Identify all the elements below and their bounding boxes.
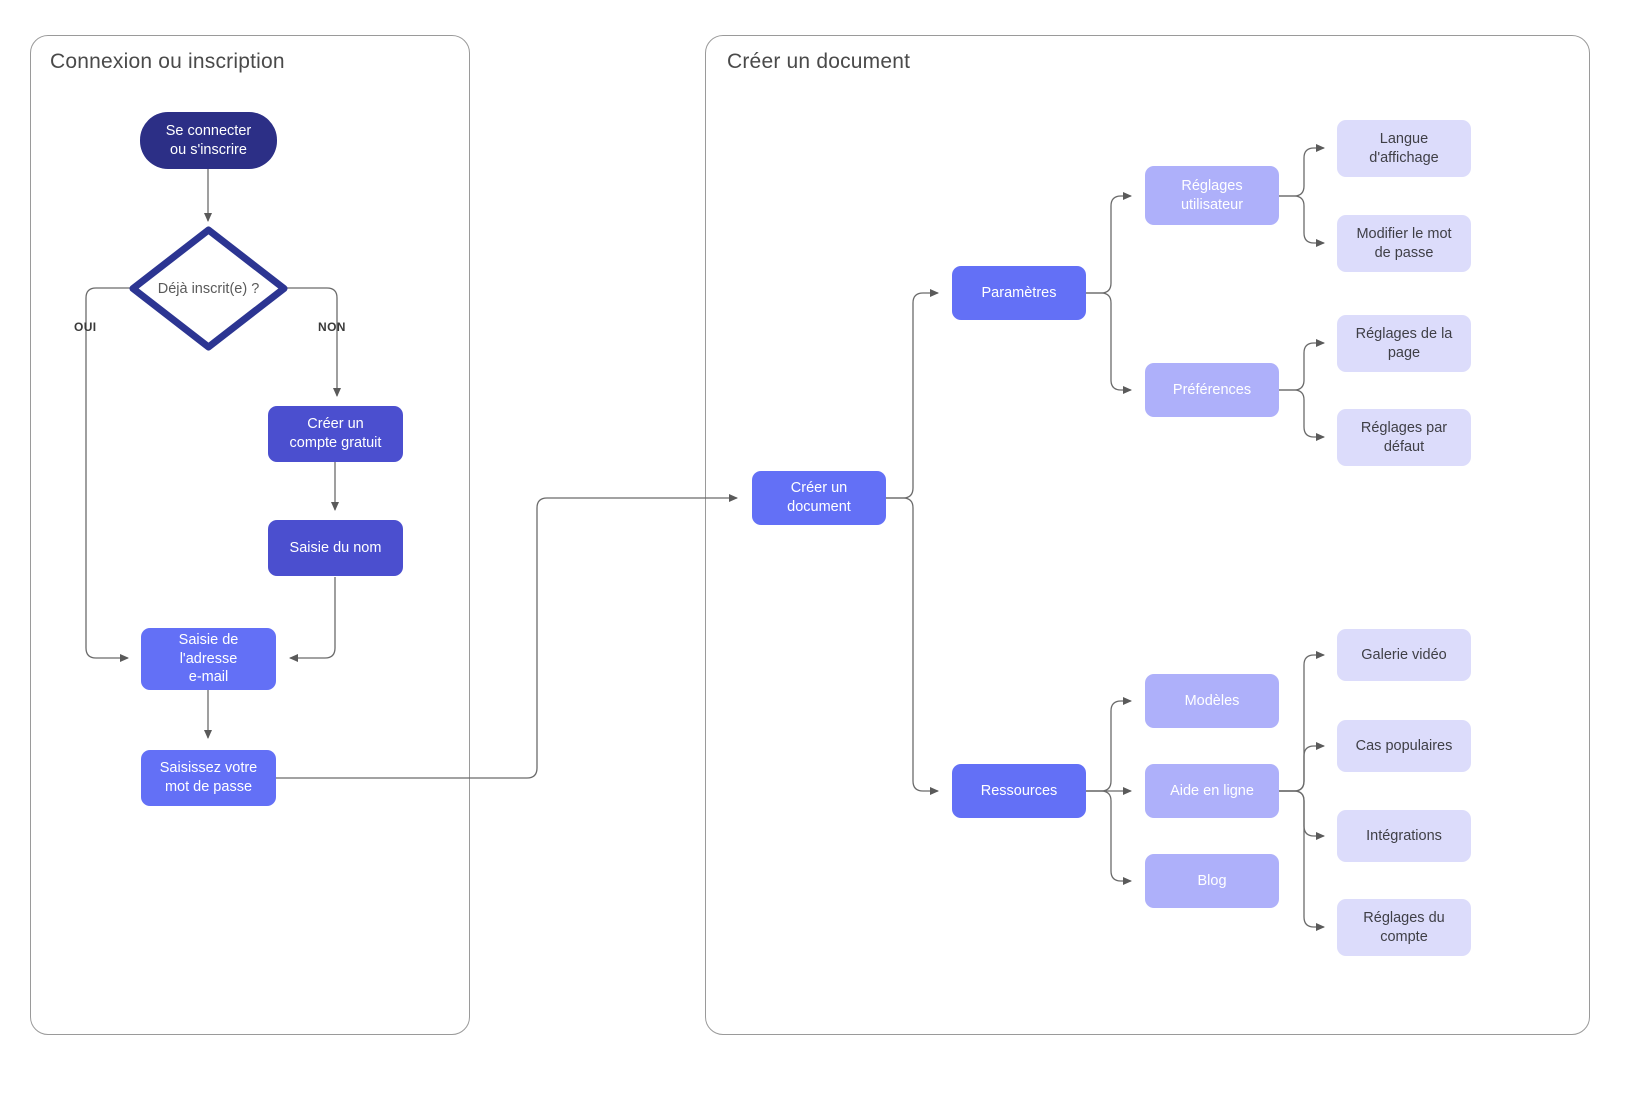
node-preferences[interactable]: Préférences [1145, 363, 1279, 417]
edge-label-oui: OUI [74, 320, 97, 334]
node-label-line2: mot de passe [164, 779, 253, 795]
node-galerie-video[interactable]: Galerie vidéo [1337, 629, 1471, 681]
node-label-line1: Créer un [790, 480, 848, 497]
node-label-line1: Langue [1379, 130, 1429, 147]
node-saisie-du-nom[interactable]: Saisie du nom [268, 520, 403, 576]
node-label: Aide en ligne [1170, 782, 1254, 799]
node-langue-affichage[interactable]: Langue d'affichage [1337, 120, 1471, 177]
node-blog[interactable]: Blog [1145, 854, 1279, 908]
node-deja-inscrit-decision[interactable] [128, 225, 289, 352]
node-label: Blog [1197, 872, 1227, 889]
node-label-line2: page [1387, 344, 1421, 361]
node-label-line2: l'adresse [179, 650, 238, 667]
node-label-line2: compte [1380, 928, 1428, 945]
login-panel [30, 35, 470, 1035]
node-label-line1: Se connecter [165, 122, 252, 139]
node-label-line2: de passe [1374, 244, 1434, 261]
node-label-line1: Réglages [1181, 177, 1243, 194]
node-label-line2: compte gratuit [289, 435, 382, 451]
node-reglages-par-defaut[interactable]: Réglages par défaut [1337, 409, 1471, 466]
node-modifier-mot-de-passe[interactable]: Modifier le mot de passe [1337, 215, 1471, 272]
node-label-line1: Saisie de [178, 632, 239, 649]
node-label-line1: Réglages du [1363, 909, 1445, 926]
node-label-line2: d'affichage [1369, 149, 1439, 166]
node-label-line1: Réglages par [1360, 419, 1448, 436]
node-label: Cas populaires [1355, 737, 1453, 754]
node-integrations[interactable]: Intégrations [1337, 810, 1471, 862]
node-label-line2: défaut [1383, 438, 1425, 455]
decision-label: Déjà inscrit(e) ? [157, 281, 260, 297]
node-label: Galerie vidéo [1361, 646, 1447, 663]
node-creer-un-document[interactable]: Créer un document [752, 471, 886, 525]
node-label: Modèles [1184, 692, 1240, 709]
node-reglages-de-la-page[interactable]: Réglages de la page [1337, 315, 1471, 372]
node-label-line1: Créer un [307, 416, 364, 433]
node-parametres[interactable]: Paramètres [952, 266, 1086, 320]
node-label-line1: Réglages de la [1355, 325, 1453, 342]
node-aide-en-ligne[interactable]: Aide en ligne [1145, 764, 1279, 818]
login-panel-title: Connexion ou inscription [50, 50, 285, 73]
create-document-panel-title: Créer un document [727, 50, 911, 73]
node-reglages-utilisateur[interactable]: Réglages utilisateur [1145, 166, 1279, 225]
node-saisie-adresse-email[interactable]: Saisie de l'adresse e-mail [141, 628, 276, 690]
node-cas-populaires[interactable]: Cas populaires [1337, 720, 1471, 772]
node-label: Paramètres [981, 284, 1057, 301]
node-creer-compte-gratuit[interactable]: Créer un compte gratuit [268, 406, 403, 462]
node-label: Ressources [980, 782, 1058, 799]
node-label-line3: e-mail [188, 669, 229, 686]
node-label: Saisie du nom [289, 539, 382, 556]
node-label-line1: Saisissez votre [159, 760, 258, 777]
node-label-line2: utilisateur [1180, 196, 1244, 213]
node-label: Intégrations [1366, 827, 1442, 844]
node-label-line2: ou s'inscrire [170, 141, 247, 158]
node-reglages-du-compte[interactable]: Réglages du compte [1337, 899, 1471, 956]
node-se-connecter-ou-sinscrire[interactable]: Se connecter ou s'inscrire [140, 112, 277, 169]
node-modeles[interactable]: Modèles [1145, 674, 1279, 728]
node-saisissez-mot-de-passe[interactable]: Saisissez votre mot de passe [141, 750, 276, 806]
node-ressources[interactable]: Ressources [952, 764, 1086, 818]
node-label-line1: Modifier le mot [1356, 225, 1452, 242]
edge-label-non: NON [318, 320, 346, 334]
node-label-line2: document [787, 499, 851, 515]
node-label: Préférences [1172, 381, 1252, 398]
